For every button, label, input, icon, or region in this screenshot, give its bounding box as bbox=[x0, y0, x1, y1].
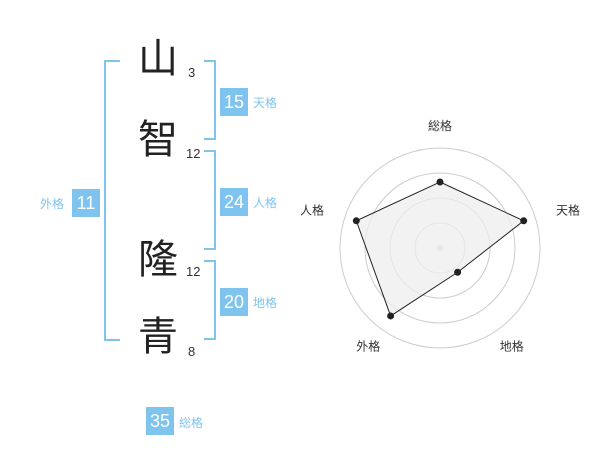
radar-polygon bbox=[355, 181, 525, 317]
tenkaku-bracket bbox=[204, 60, 216, 140]
gaikaku-bracket bbox=[104, 60, 120, 341]
name-char-2: 智 bbox=[138, 117, 178, 163]
radar-axis-label-2: 地格 bbox=[500, 339, 524, 354]
radar-point-4 bbox=[352, 217, 360, 225]
jinkaku-label: 人格 bbox=[253, 196, 278, 210]
radar-point-0 bbox=[436, 178, 444, 186]
chikaku-label: 地格 bbox=[253, 296, 278, 310]
radar-point-2 bbox=[454, 268, 462, 276]
name-char-3: 隆 bbox=[138, 237, 178, 283]
gaikaku-label: 外格 bbox=[40, 197, 65, 211]
soukaku-label: 総格 bbox=[179, 416, 204, 430]
name-char-1: 山 bbox=[138, 36, 178, 82]
chikaku-value: 20 bbox=[220, 288, 248, 316]
tenkaku-label: 天格 bbox=[253, 96, 278, 110]
tenkaku-value: 15 bbox=[220, 88, 248, 116]
radar-axis-label-0: 総格 bbox=[428, 118, 452, 133]
stroke-count-3: 12 bbox=[186, 264, 201, 279]
radar-axis-label-3: 外格 bbox=[356, 339, 380, 354]
radar-axis-label-1: 天格 bbox=[556, 202, 580, 217]
radar-axis-label-4: 人格 bbox=[300, 202, 324, 217]
radar-point-3 bbox=[387, 312, 395, 320]
stroke-count-1: 3 bbox=[188, 65, 196, 80]
soukaku-value: 35 bbox=[146, 407, 174, 435]
jinkaku-bracket bbox=[204, 150, 216, 250]
name-char-4: 青 bbox=[138, 314, 178, 360]
stroke-count-4: 8 bbox=[188, 344, 196, 359]
chikaku-bracket bbox=[204, 260, 216, 340]
jinkaku-value: 24 bbox=[220, 188, 248, 216]
stroke-count-2: 12 bbox=[186, 146, 201, 161]
gaikaku-value: 11 bbox=[72, 189, 100, 217]
radar-point-1 bbox=[520, 217, 528, 225]
